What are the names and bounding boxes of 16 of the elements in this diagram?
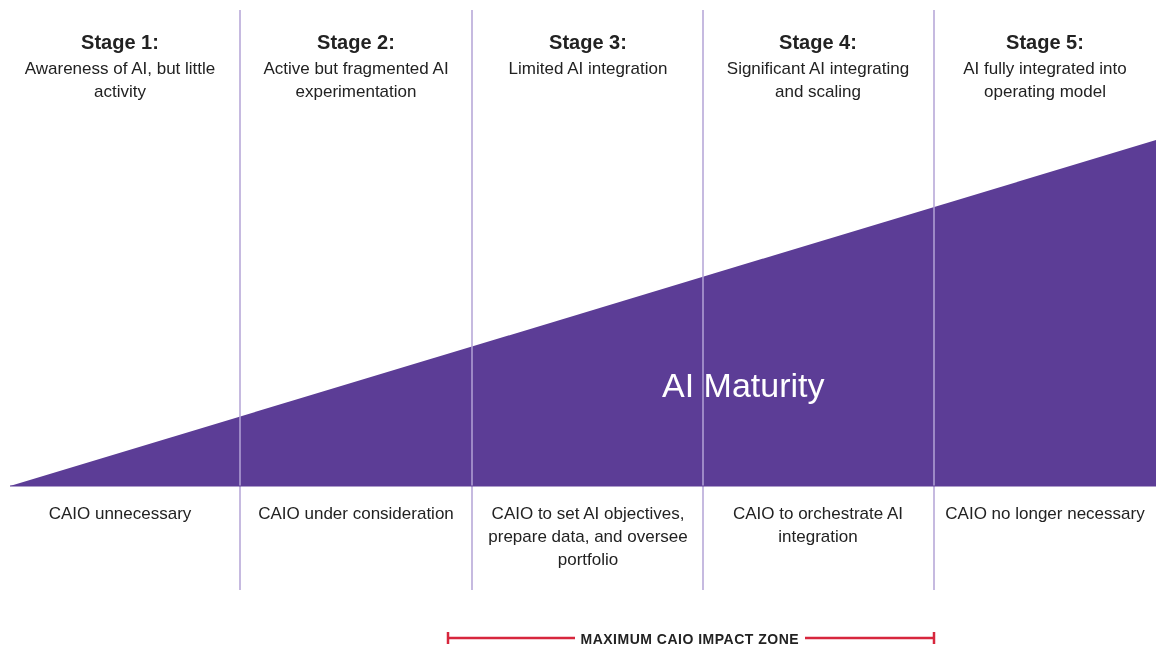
- role-description: CAIO to orchestrate AI integration: [731, 503, 905, 548]
- band-label: AI Maturity: [662, 366, 825, 405]
- stage-description: Awareness of AI, but little activity: [23, 58, 217, 103]
- stage-description: Active but fragmented AI experimentation: [262, 58, 450, 103]
- role-description: CAIO unnecessary: [47, 503, 193, 525]
- role-description: CAIO no longer necessary: [944, 503, 1146, 525]
- stage-heading: Stage 1:: [80, 30, 160, 54]
- stage-heading: Stage 3:: [548, 30, 628, 54]
- stage-description: AI fully integrated into operating model: [962, 58, 1128, 103]
- stage-description: Limited AI integration: [507, 58, 669, 80]
- stage-heading: Stage 2:: [316, 30, 396, 54]
- role-description: CAIO under consideration: [257, 503, 455, 525]
- stage-description: Significant AI integrating and scaling: [725, 58, 911, 103]
- stage-heading: Stage 5:: [1005, 30, 1085, 54]
- role-description: CAIO to set AI objectives, prepare data, and oversee portfolio: [487, 503, 689, 571]
- stage-heading: Stage 4:: [778, 30, 858, 54]
